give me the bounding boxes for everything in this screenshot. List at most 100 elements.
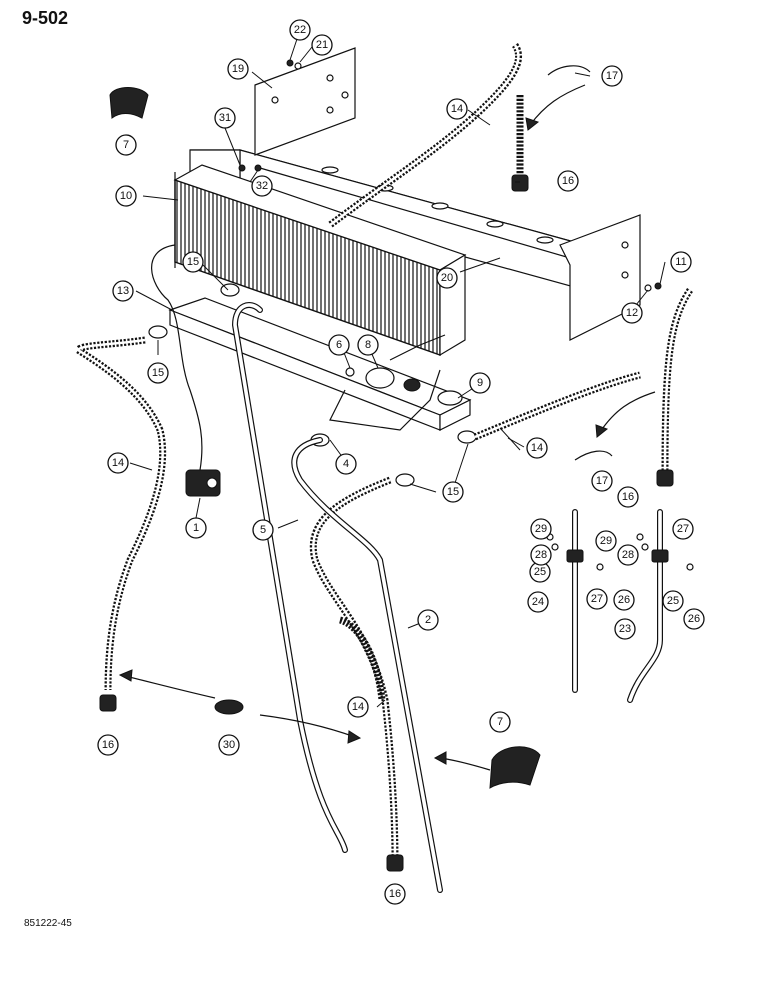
vertical-tubes [566,509,669,703]
callout-label: 7 [123,139,129,151]
callout-label: 17 [596,475,608,487]
hose-end-fittings [99,174,674,872]
callout-label: 26 [618,594,630,606]
callout-14-left: 14 [107,452,129,474]
callout-label: 23 [619,623,631,635]
callout-label: 4 [343,458,349,470]
callout-label: 24 [532,596,544,608]
callout-label: 12 [626,307,638,319]
callout-5: 5 [252,519,274,541]
callout-15-top: 15 [182,251,204,273]
callout-label: 29 [600,535,612,547]
callout-label: 19 [232,63,244,75]
callout-10: 10 [115,185,137,207]
callout-label: 13 [117,285,129,297]
callout-label: 29 [535,523,547,535]
rigid-tubes [231,302,443,893]
callout-label: 28 [535,549,547,561]
callout-17-mid: 17 [591,470,613,492]
callout-label: 7 [497,716,503,728]
callout-label: 16 [389,888,401,900]
callout-17-top: 17 [601,65,623,87]
callout-label: 16 [562,175,574,187]
callout-20: 20 [436,267,458,289]
callout-label: 15 [447,486,459,498]
callout-13: 13 [112,280,134,302]
callout-21: 21 [311,34,333,56]
callout-23: 23 [614,618,636,640]
hoses [73,43,693,861]
callout-28-right: 28 [617,544,639,566]
callout-label: 5 [260,524,266,536]
expansion-valve [329,334,463,431]
callout-label: 15 [187,256,199,268]
callout-30: 30 [218,734,240,756]
callout-label: 11 [675,256,686,268]
heater-core [173,164,467,357]
callout-14-bottom: 14 [347,696,369,718]
callout-label: 14 [531,442,543,454]
callout-27-right: 27 [672,518,694,540]
callout-11: 11 [670,251,692,273]
callout-31: 31 [214,107,236,129]
callout-16-top: 16 [557,170,579,192]
callout-label: 1 [193,522,199,534]
callout-label: 27 [677,523,689,535]
callout-12: 12 [621,302,643,324]
hardware [238,59,694,571]
callout-15-mid: 15 [442,481,464,503]
thermostat [151,244,221,497]
callout-16-left: 16 [97,734,119,756]
callout-label: 16 [622,491,634,503]
direction-arrows [118,84,656,771]
callout-27-left: 27 [586,588,608,610]
callout-label: 21 [316,39,328,51]
callout-8: 8 [357,334,379,356]
callout-6: 6 [328,334,350,356]
callout-25-left: 25 [529,561,551,583]
callout-7-bottom: 7 [489,711,511,733]
callout-24: 24 [527,591,549,613]
callout-4: 4 [335,453,357,475]
callout-26-left: 26 [613,589,635,611]
callout-29-right: 29 [595,530,617,552]
callout-16-bottom: 16 [384,883,406,905]
callout-label: 14 [352,701,364,713]
callout-22: 22 [289,19,311,41]
callout-label: 17 [606,70,618,82]
callout-label: 2 [425,614,431,626]
callout-label: 31 [219,112,231,124]
mounting-channel [189,149,641,341]
callout-15-left: 15 [147,362,169,384]
callout-label: 30 [223,739,235,751]
callout-32: 32 [251,175,273,197]
callout-26-right: 26 [683,608,705,630]
upper-bracket [254,47,356,156]
drawing-number: 851222-45 [24,918,72,929]
callout-19: 19 [227,58,249,80]
callout-label: 10 [120,190,132,202]
callout-16-right: 16 [617,486,639,508]
callout-7-top: 7 [115,134,137,156]
callout-25-right: 25 [662,590,684,612]
leader-lines [129,29,666,708]
callout-label: 20 [441,272,453,284]
callout-label: 15 [152,367,164,379]
clips-and-grommet [109,65,613,789]
callout-14-top: 14 [446,98,468,120]
callout-label: 9 [477,377,483,389]
callout-label: 26 [688,613,700,625]
callout-14-right: 14 [526,437,548,459]
callout-label: 32 [256,180,268,192]
callout-label: 28 [622,549,634,561]
callout-1: 1 [185,517,207,539]
callout-label: 6 [336,339,342,351]
page-title: 9-502 [22,8,69,28]
callout-label: 25 [534,566,546,578]
callout-label: 14 [112,457,124,469]
callout-9: 9 [469,372,491,394]
callout-28-left: 28 [530,544,552,566]
callout-label: 14 [451,103,463,115]
callout-2: 2 [417,609,439,631]
